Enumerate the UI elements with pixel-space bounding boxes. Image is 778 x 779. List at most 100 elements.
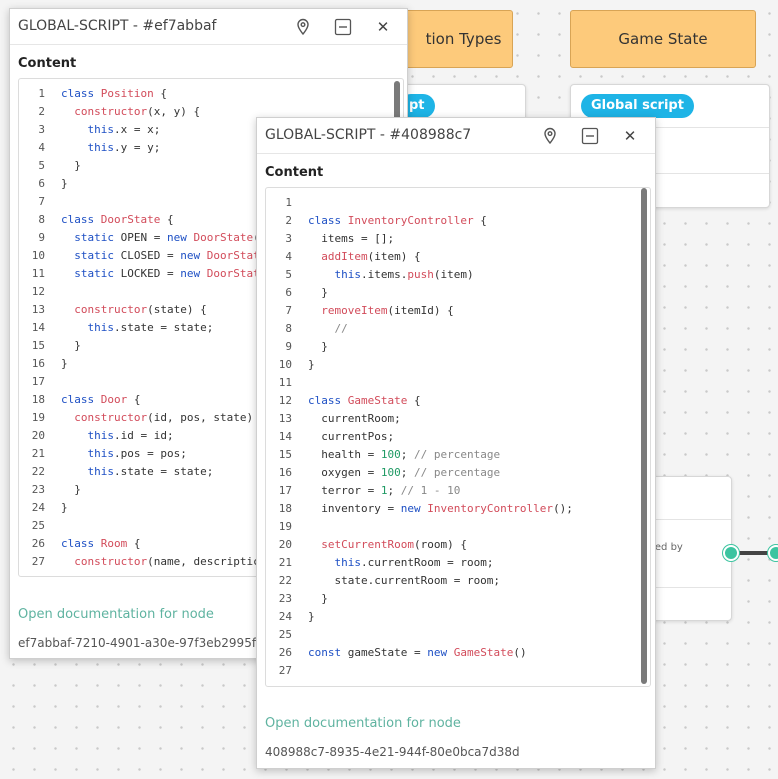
line-number: 4 (285, 250, 292, 263)
code-line[interactable]: 20 setCurrentRoom(room) { (266, 536, 650, 554)
line-number: 5 (38, 159, 45, 172)
code-line[interactable]: 4 addItem(item) { (266, 248, 650, 266)
line-number: 22 (278, 574, 292, 587)
code-line[interactable]: 21 this.currentRoom = room; (266, 554, 650, 572)
code-line[interactable]: 7 removeItem(itemId) { (266, 302, 650, 320)
code-line[interactable]: 5 } (19, 157, 403, 175)
code-line[interactable]: 20 this.id = id; (19, 427, 403, 445)
code-line[interactable]: 27 (266, 662, 650, 680)
code-line[interactable]: 22 this.state = state; (19, 463, 403, 481)
documentation-link[interactable]: Open documentation for node (265, 716, 461, 731)
code-scrollbar[interactable] (641, 188, 647, 684)
line-number: 20 (31, 429, 45, 442)
code-line[interactable]: 16 oxygen = 100; // percentage (266, 464, 650, 482)
code-line[interactable]: 21 this.pos = pos; (19, 445, 403, 463)
code-line[interactable]: 17 (19, 373, 403, 391)
line-number: 21 (278, 556, 292, 569)
close-icon[interactable]: ✕ (623, 127, 637, 145)
code-line[interactable]: 1 (266, 194, 650, 212)
code-line[interactable]: 22 state.currentRoom = room; (266, 572, 650, 590)
code-line[interactable]: 16} (19, 355, 403, 373)
code-line[interactable]: 14 this.state = state; (19, 319, 403, 337)
map-pin-icon[interactable] (293, 17, 313, 37)
code-line[interactable]: 18 inventory = new InventoryController()… (266, 500, 650, 518)
window-titlebar[interactable]: GLOBAL-SCRIPT - #408988c7 ✕ (257, 118, 655, 154)
node-uuid: 408988c7-8935-4e21-944f-80e0bca7d38d (265, 745, 520, 759)
code-line[interactable]: 3 items = []; (266, 230, 650, 248)
code-line[interactable]: 2 constructor(x, y) { (19, 103, 403, 121)
code-line[interactable]: 10} (266, 356, 650, 374)
line-number: 17 (31, 375, 45, 388)
line-number: 13 (31, 303, 45, 316)
content-label: Content (265, 165, 324, 180)
line-number: 12 (31, 285, 45, 298)
global-script-pill[interactable]: Global script (581, 94, 694, 118)
window-title: GLOBAL-SCRIPT - #ef7abbaf (18, 18, 217, 34)
line-number: 3 (38, 123, 45, 136)
line-number: 27 (31, 555, 45, 568)
code-line[interactable]: 10 static CLOSED = new DoorStat (19, 247, 403, 265)
code-line[interactable]: 27 constructor(name, descriptic (19, 553, 403, 571)
code-line[interactable]: 25 (266, 626, 650, 644)
map-pin-icon[interactable] (540, 126, 560, 146)
line-number: 13 (278, 412, 292, 425)
line-number: 5 (285, 268, 292, 281)
code-line[interactable]: 3 this.x = x; (19, 121, 403, 139)
connection-edge[interactable] (738, 551, 772, 555)
line-number: 16 (31, 357, 45, 370)
content-label: Content (18, 56, 77, 71)
code-line[interactable]: 12 (19, 283, 403, 301)
code-line[interactable]: 6 } (266, 284, 650, 302)
code-line[interactable]: 24} (19, 499, 403, 517)
code-line[interactable]: 24} (266, 608, 650, 626)
code-line[interactable]: 7 (19, 193, 403, 211)
line-number: 21 (31, 447, 45, 460)
line-number: 25 (278, 628, 292, 641)
code-line[interactable]: 4 this.y = y; (19, 139, 403, 157)
output-port[interactable] (723, 545, 739, 561)
close-icon[interactable]: ✕ (376, 18, 390, 36)
code-line[interactable]: 15 } (19, 337, 403, 355)
code-line[interactable]: 11 static LOCKED = new DoorStat (19, 265, 403, 283)
code-line[interactable]: 13 currentRoom; (266, 410, 650, 428)
code-line[interactable]: 15 health = 100; // percentage (266, 446, 650, 464)
code-line[interactable]: 19 (266, 518, 650, 536)
line-number: 24 (31, 501, 45, 514)
code-line[interactable]: 23 } (19, 481, 403, 499)
line-number: 12 (278, 394, 292, 407)
documentation-link[interactable]: Open documentation for node (18, 607, 214, 622)
code-line[interactable]: 14 currentPos; (266, 428, 650, 446)
line-number: 2 (285, 214, 292, 227)
line-number: 19 (278, 520, 292, 533)
code-line[interactable]: 17 terror = 1; // 1 - 10 (266, 482, 650, 500)
code-line[interactable]: 13 constructor(state) { (19, 301, 403, 319)
window-titlebar[interactable]: GLOBAL-SCRIPT - #ef7abbaf ✕ (10, 9, 407, 45)
line-number: 14 (278, 430, 292, 443)
line-number: 2 (38, 105, 45, 118)
code-line[interactable]: 11 (266, 374, 650, 392)
line-number: 16 (278, 466, 292, 479)
code-line[interactable]: 9 } (266, 338, 650, 356)
code-line[interactable]: 5 this.items.push(item) (266, 266, 650, 284)
game-state-node-header[interactable]: Game State (570, 10, 756, 68)
code-line[interactable]: 8 // (266, 320, 650, 338)
line-number: 11 (31, 267, 45, 280)
minimize-icon[interactable] (580, 126, 600, 146)
code-line[interactable]: 6} (19, 175, 403, 193)
code-line[interactable]: 19 constructor(id, pos, state) (19, 409, 403, 427)
minimize-icon[interactable] (333, 17, 353, 37)
code-line[interactable]: 23 } (266, 590, 650, 608)
input-port[interactable] (768, 545, 778, 561)
code-line[interactable]: 25 (19, 517, 403, 535)
